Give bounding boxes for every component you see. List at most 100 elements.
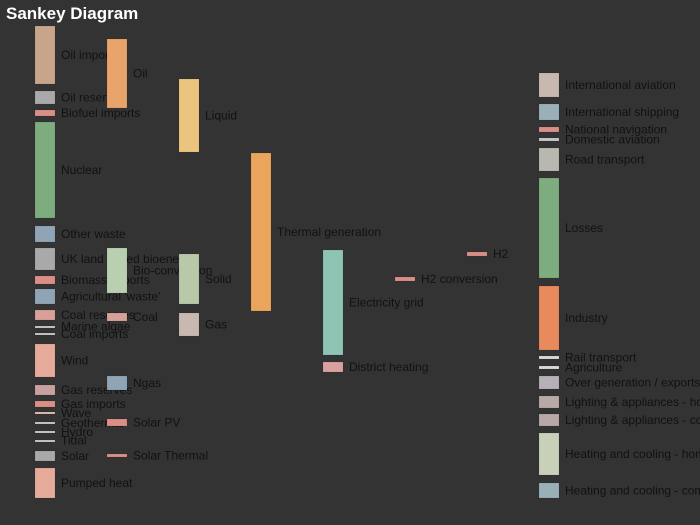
node-nuclear[interactable]: Nuclear [34,121,102,219]
node-rect-h2[interactable] [466,251,488,257]
link-gas-to-heating_commercial[interactable] [199,333,539,489]
node-intl_shipping[interactable]: International shipping [538,103,679,121]
node-rect-wave[interactable] [34,411,56,415]
node-domestic_aviation[interactable]: Domestic aviation [538,133,660,147]
node-hydro[interactable]: Hydro [34,425,93,439]
node-rect-geothermal[interactable] [34,421,56,425]
link-bio_conversion-to-liquid[interactable] [127,140,179,262]
node-rect-solar[interactable] [34,450,56,462]
node-marine_algae[interactable]: Marine algae [34,320,131,334]
node-losses[interactable]: Losses [538,177,603,279]
link-liquid-to-heating_homes[interactable] [199,141,539,442]
node-rect-losses[interactable] [538,177,560,279]
link-electricity_grid-to-h2_conversion[interactable] [343,261,395,281]
node-lighting_homes[interactable]: Lighting & appliances - homes [538,395,700,409]
node-rect-bio_conversion[interactable] [106,247,128,294]
node-oil[interactable]: Oil [106,38,148,109]
node-coal_imports[interactable]: Coal imports [34,327,128,341]
node-oil_imports[interactable]: Oil imports [34,25,118,85]
node-rect-wind[interactable] [34,343,56,378]
link-electricity_grid-to-rail_transport[interactable] [343,303,539,359]
link-electricity_grid-to-lighting_commercial[interactable] [343,327,539,426]
node-rail_transport[interactable]: Rail transport [538,351,637,365]
node-rect-gas_imports[interactable] [34,400,56,408]
node-lighting_commercial[interactable]: Lighting & appliances - commercial [538,413,700,427]
link-oil-to-liquid[interactable] [127,39,179,137]
node-rect-over_generation[interactable] [538,375,560,390]
node-uk_land[interactable]: UK land based bioenergy [34,247,196,271]
link-electricity_grid-to-over_generation[interactable] [343,304,539,389]
node-rect-agriculture[interactable] [538,365,560,370]
node-ngas[interactable]: Ngas [106,375,161,391]
link-nuclear-to-thermal_generation[interactable] [55,122,251,267]
node-solid[interactable]: Solid [178,253,232,305]
node-solar_pv[interactable]: Solar PV [106,416,180,430]
node-intl_aviation[interactable]: International aviation [538,72,676,98]
node-road_transport[interactable]: Road transport [538,147,645,172]
node-gas_imports[interactable]: Gas imports [34,397,126,411]
node-rect-hydro[interactable] [34,430,56,434]
link-liquid-to-thermal_generation[interactable] [199,117,251,166]
node-rect-lighting_commercial[interactable] [538,413,560,427]
node-rect-biofuel_imports[interactable] [34,109,56,117]
node-agriculture[interactable]: Agriculture [538,361,623,375]
node-industry[interactable]: Industry [538,285,608,351]
node-other_waste[interactable]: Other waste [34,225,126,243]
link-thermal_generation-to-electricity_grid[interactable] [271,242,323,310]
link-h2-to-road_transport[interactable] [487,169,539,256]
node-rect-road_transport[interactable] [538,147,560,172]
link-liquid-to-domestic_aviation[interactable] [199,103,539,141]
node-thermal_generation[interactable]: Thermal generation [250,152,381,312]
node-rect-oil_reserves[interactable] [34,90,56,105]
link-electricity_grid-to-agriculture[interactable] [343,304,539,368]
node-tidal[interactable]: Tidal [34,434,87,448]
link-thermal_generation-to-district_heating[interactable] [271,302,323,372]
node-rect-intl_shipping[interactable] [538,103,560,121]
node-gas[interactable]: Gas [178,312,227,337]
node-rect-thermal_generation[interactable] [250,152,272,312]
node-rect-rail_transport[interactable] [538,355,560,360]
node-rect-gas_reserves[interactable] [34,384,56,396]
link-liquid-to-intl_aviation[interactable] [199,73,539,97]
node-rect-oil[interactable] [106,38,128,109]
node-rect-coal_imports[interactable] [34,332,56,336]
node-rect-coal_reserves[interactable] [34,309,56,321]
node-rect-tidal[interactable] [34,439,56,443]
link-district_heating-to-heating_commercial[interactable] [343,369,539,491]
node-rect-industry[interactable] [538,285,560,351]
node-rect-uk_land[interactable] [34,247,56,271]
node-rect-agri_waste[interactable] [34,288,56,305]
node-rect-nuclear[interactable] [34,121,56,219]
link-electricity_grid-to-road_transport[interactable] [343,164,539,254]
node-h2[interactable]: H2 [466,247,509,261]
node-wave[interactable]: Wave [34,406,92,420]
node-rect-h2_conversion[interactable] [394,276,416,282]
node-rect-domestic_aviation[interactable] [538,137,560,142]
node-rect-biomass_imports[interactable] [34,275,56,285]
node-h2_conversion[interactable]: H2 conversion [394,272,498,286]
node-national_navigation[interactable]: National navigation [538,123,667,137]
link-liquid-to-rail_transport[interactable] [199,139,539,357]
node-rect-national_navigation[interactable] [538,126,560,133]
node-electricity_grid[interactable]: Electricity grid [322,249,424,356]
link-liquid-to-road_transport[interactable] [199,105,539,165]
node-heating_homes[interactable]: Heating and cooling - homes [538,432,700,476]
node-biofuel_imports[interactable]: Biofuel imports [34,106,140,120]
node-biomass_imports[interactable]: Biomass imports [34,273,150,287]
node-heating_commercial[interactable]: Heating and cooling - commercial [538,482,700,499]
node-rect-solar_thermal[interactable] [106,453,128,458]
node-rect-ngas[interactable] [106,375,128,391]
link-pumped_heat-to-heating_commercial[interactable] [55,490,539,498]
node-rect-electricity_grid[interactable] [322,249,344,356]
node-rect-pumped_heat[interactable] [34,467,56,499]
node-rect-lighting_homes[interactable] [538,395,560,409]
link-liquid-to-intl_shipping[interactable] [199,91,539,120]
node-solar_thermal[interactable]: Solar Thermal [106,449,208,463]
link-district_heating-to-heating_homes[interactable] [343,363,539,458]
node-rect-district_heating[interactable] [322,361,344,373]
node-rect-solar_pv[interactable] [106,418,128,427]
node-agri_waste[interactable]: Agricultural 'waste' [34,288,160,305]
link-liquid-to-national_navigation[interactable] [199,100,539,132]
node-rect-liquid[interactable] [178,78,200,153]
node-rect-gas[interactable] [178,312,200,337]
